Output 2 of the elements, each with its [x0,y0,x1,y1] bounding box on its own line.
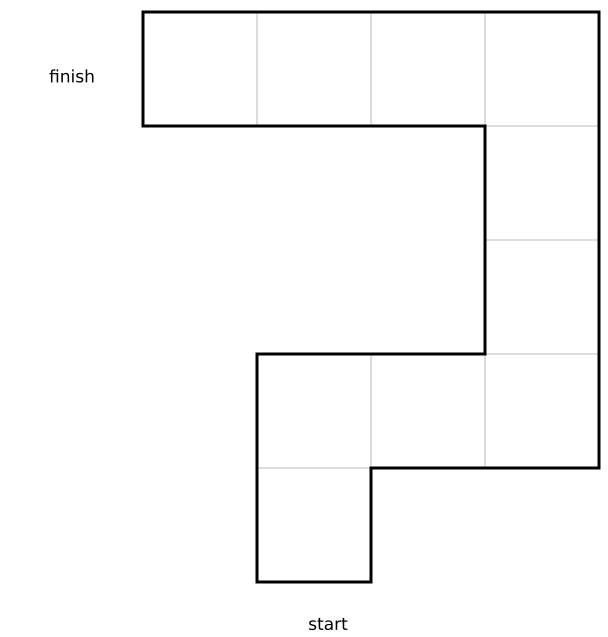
text-label: finish [49,69,94,83]
text-label: start [309,618,348,630]
